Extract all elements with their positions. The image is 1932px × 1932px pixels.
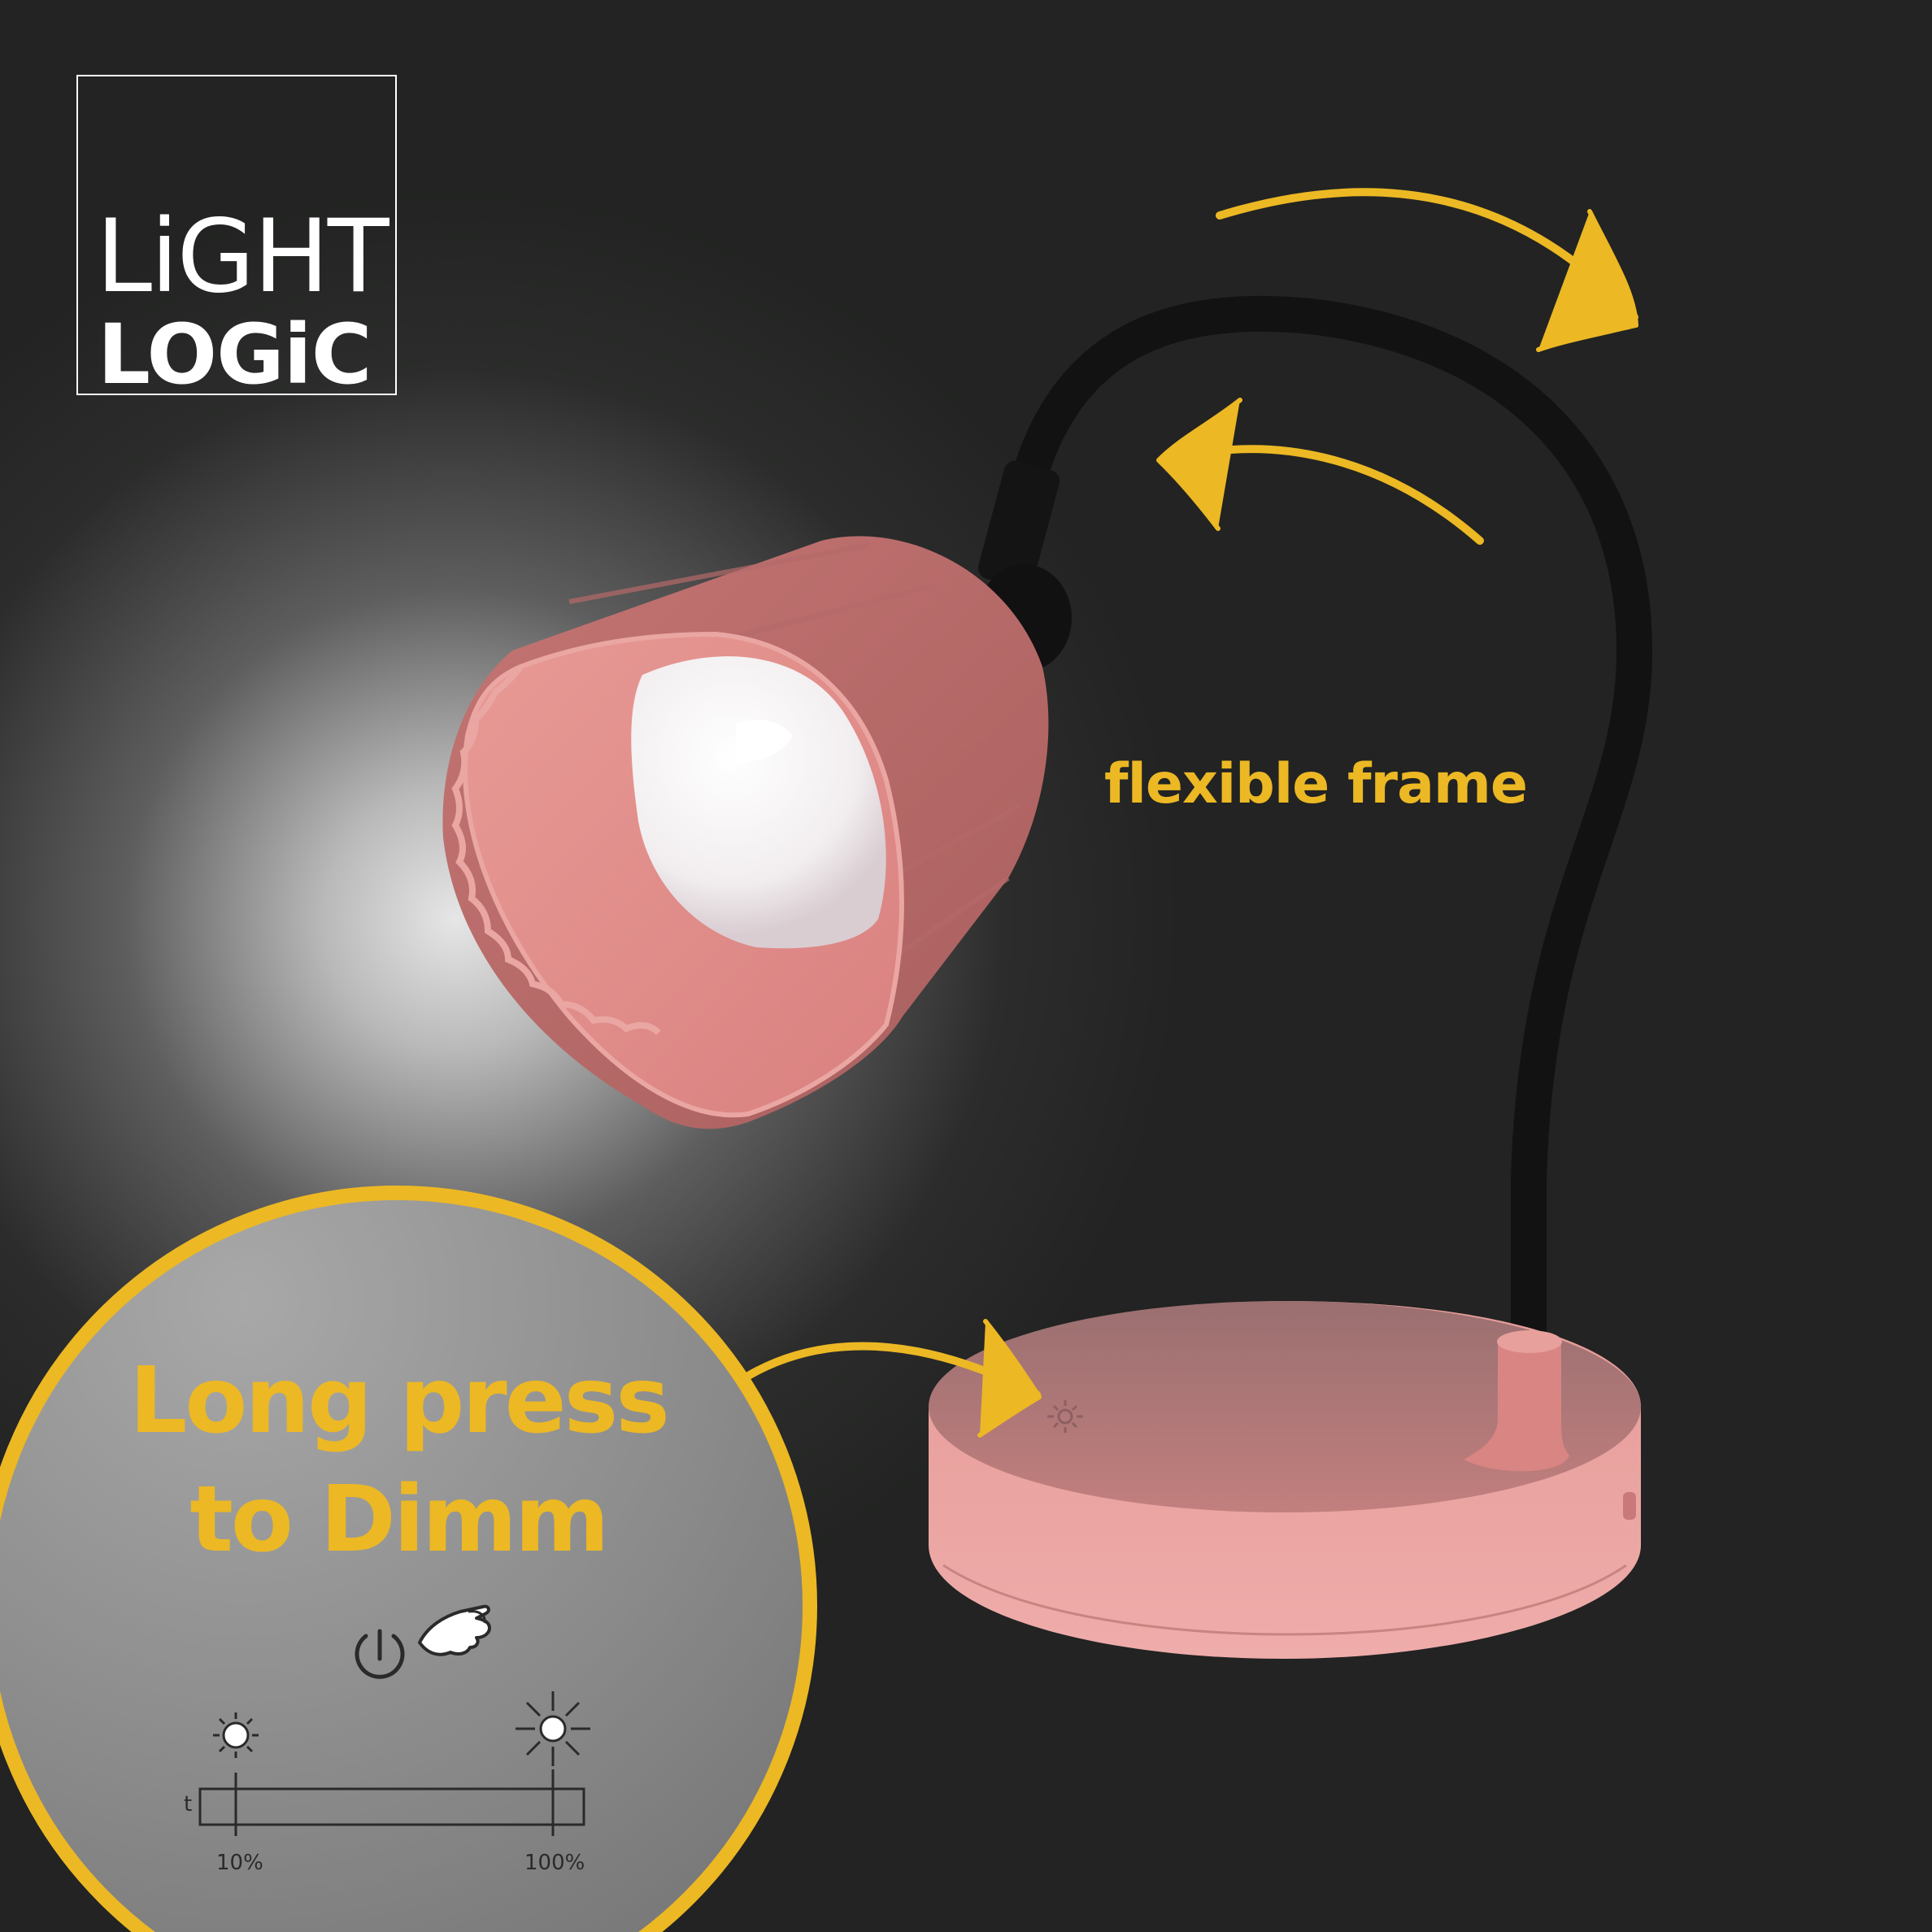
logo-wordmark-bottom: LOGiC [98, 307, 372, 403]
lamp-shade [442, 536, 1049, 1129]
brand-logo: LiGHT LOGiC [76, 75, 397, 403]
power-icon [355, 1629, 405, 1679]
dimming-headline: Long press to Dimm [49, 1342, 748, 1579]
headline-line-2: to Dimm [189, 1467, 609, 1573]
brightness-timeline [198, 1769, 585, 1836]
min-brightness-label: 10% [216, 1851, 263, 1875]
bright-sun-icon [516, 1691, 590, 1766]
max-brightness-label: 100% [524, 1851, 585, 1875]
pointing-hand-icon [418, 1604, 491, 1656]
headline-line-1: Long press [129, 1348, 670, 1454]
dimming-info-circle [0, 1186, 817, 1932]
arm-joint [977, 460, 1060, 589]
logo-wordmark-top: LiGHT [96, 198, 389, 315]
feature-label: flexible frame [1104, 752, 1528, 816]
gooseneck-arm [1008, 295, 1653, 1360]
lamp-base [929, 1301, 1641, 1659]
time-axis-label: t [184, 1792, 193, 1817]
light-bulb [631, 656, 886, 949]
touch-sensor-icon [1047, 1400, 1083, 1433]
dim-sun-icon [213, 1712, 259, 1758]
